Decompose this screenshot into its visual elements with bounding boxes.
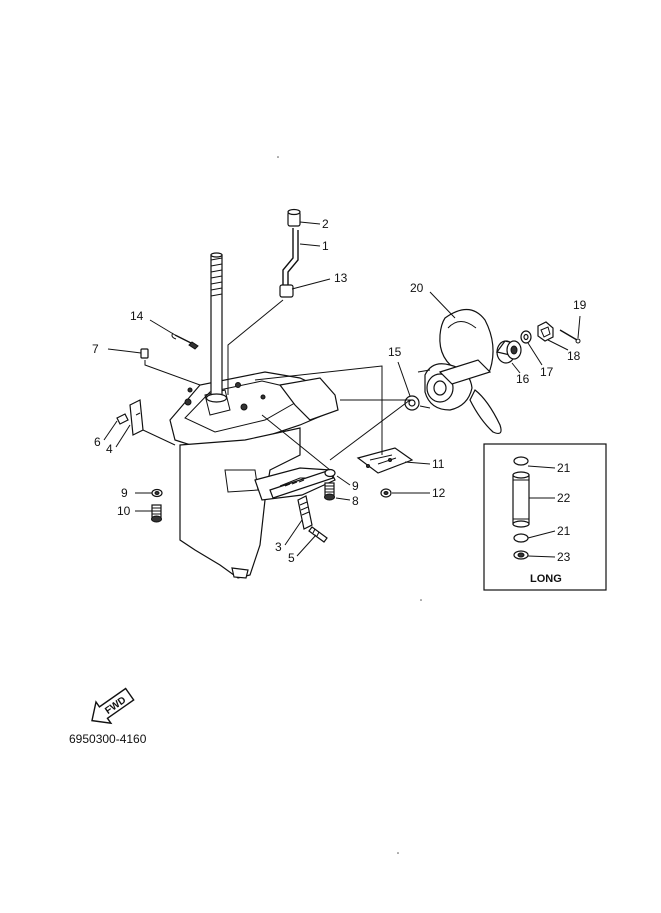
part-20-propeller (417, 308, 502, 435)
label-part-22: 22 (557, 491, 571, 505)
label-part-2: 2 (322, 217, 329, 231)
long-shaft-inset: LONG (483, 443, 607, 591)
part-14-pin (171, 332, 199, 350)
part-16-spacer (495, 340, 522, 364)
label-part-7: 7 (92, 342, 99, 356)
diagram-code: 6950300-4160 (69, 732, 147, 746)
speck (397, 852, 399, 854)
label-part-1: 1 (322, 239, 329, 253)
label-part-10: 10 (117, 504, 131, 518)
fwd-arrow: FWD (91, 687, 135, 725)
label-part-14: 14 (130, 309, 144, 323)
part-7-plug (140, 348, 201, 386)
part-10-bolt-left (151, 488, 163, 523)
label-part-18: 18 (567, 349, 581, 363)
inset-label: LONG (530, 573, 562, 585)
part-19-cotter-pin (559, 329, 581, 344)
speck (420, 599, 422, 601)
part-4-bracket (116, 399, 176, 446)
part-15-washer (404, 395, 420, 411)
part-18-nut (537, 321, 554, 342)
label-part-6: 6 (94, 435, 101, 449)
label-part-20: 20 (410, 281, 424, 295)
shift-rod-assembly (227, 208, 301, 395)
label-part-15: 15 (388, 345, 402, 359)
label-part-17: 17 (540, 365, 554, 379)
leader-lines (103, 221, 581, 557)
label-part-12: 12 (432, 486, 446, 500)
label-part-13: 13 (334, 271, 348, 285)
part-labels: 2 1 13 14 7 6 4 9 10 3 5 9 8 11 12 15 20… (92, 217, 587, 565)
label-part-5: 5 (288, 551, 295, 565)
part-11-anode (356, 447, 414, 498)
label-part-9-right: 9 (352, 479, 359, 493)
part-8-bolt-right (324, 468, 336, 501)
label-part-4: 4 (106, 442, 113, 456)
label-part-23: 23 (557, 550, 571, 564)
lower-unit-housing (169, 371, 339, 579)
label-part-21-bottom: 21 (557, 524, 571, 538)
speck (277, 156, 279, 158)
label-part-3: 3 (275, 540, 282, 554)
propeller-shaft (269, 469, 334, 543)
label-part-11: 11 (432, 457, 445, 471)
label-part-19: 19 (573, 298, 587, 312)
drive-shaft (205, 252, 228, 403)
label-part-9-left: 9 (121, 486, 128, 500)
label-part-21-top: 21 (557, 461, 571, 475)
part-17-washer (520, 330, 532, 344)
label-part-16: 16 (516, 372, 530, 386)
label-part-8: 8 (352, 494, 359, 508)
